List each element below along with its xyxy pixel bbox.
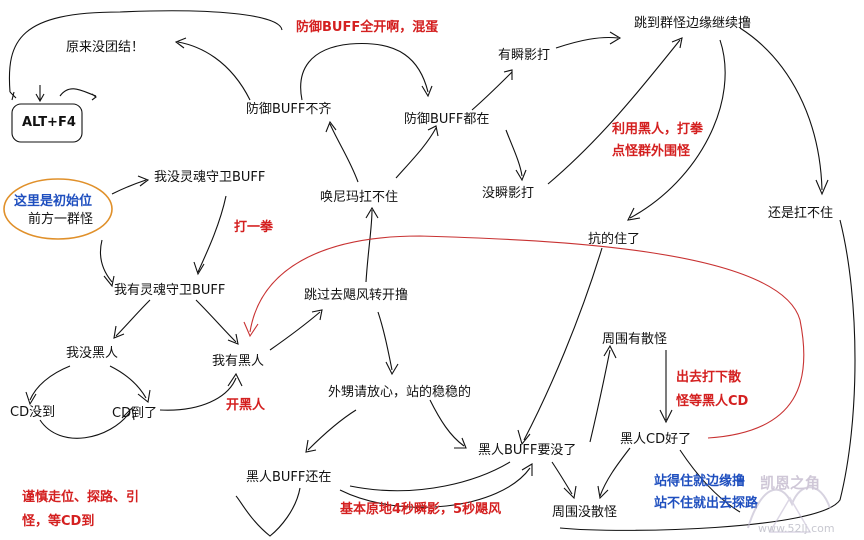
annotation-use-black-punch-2: 点怪群外围怪 bbox=[612, 144, 691, 159]
alt-f4-box bbox=[11, 103, 83, 143]
node-scattered-mobs: 周围有散怪 bbox=[602, 332, 668, 347]
node-black-buff-active: 黑人BUFF还在 bbox=[246, 470, 332, 485]
annotation-punch: 打一拳 bbox=[234, 220, 274, 235]
node-skip-storm: 跳过去飓风转开撸 bbox=[304, 288, 409, 303]
watermark-url: www.52lj.com bbox=[758, 522, 835, 535]
node-black-buff-ending: 黑人BUFF要没了 bbox=[478, 443, 577, 458]
node-can-tank: 抗的住了 bbox=[588, 232, 641, 247]
annotation-careful-1: 谨慎走位、探路、引 bbox=[22, 490, 140, 505]
node-has-black: 我有黑人 bbox=[212, 354, 265, 369]
node-start-position-label: 这里是初始位 bbox=[14, 194, 93, 209]
annotation-go-scattered-2: 怪等黑人CD bbox=[676, 394, 749, 409]
node-has-soul-buff: 我有灵魂守卫BUFF bbox=[114, 283, 226, 298]
node-still-cant-tank: 还是扛不住 bbox=[768, 206, 834, 221]
watermark-site-name: 凯恩之角 bbox=[760, 474, 821, 492]
node-jump-edge: 跳到群怪边缘继续撸 bbox=[634, 16, 752, 31]
node-no-soul-buff: 我没灵魂守卫BUFF bbox=[154, 170, 266, 185]
node-call-hold: 唤尼玛扛不住 bbox=[320, 190, 399, 205]
annotation-use-black-punch-1: 利用黑人，打拳 bbox=[612, 122, 704, 137]
node-defense-uneven: 防御BUFF不齐 bbox=[246, 102, 332, 117]
node-alt-f4: ALT+F4 bbox=[22, 115, 76, 130]
annotation-careful-2: 怪，等CD到 bbox=[22, 514, 95, 529]
annotation-go-scattered-1: 出去打下散 bbox=[676, 370, 742, 385]
annotation-basic-spot: 基本原地4秒瞬影，5秒飓风 bbox=[340, 502, 502, 517]
annotation-edge-tip-2: 站不住就出去探路 bbox=[654, 496, 759, 511]
watermark-emblem-icon bbox=[747, 486, 831, 533]
watermark: 凯恩之角 www.52lj.com bbox=[740, 468, 864, 540]
node-front-mobs: 前方一群怪 bbox=[28, 212, 94, 227]
node-cd-not-ready: CD没到 bbox=[10, 405, 56, 420]
node-cd-ready: CD到了 bbox=[112, 406, 158, 421]
start-position-circle bbox=[3, 178, 113, 240]
node-no-scattered-mobs: 周围没散怪 bbox=[552, 505, 618, 520]
node-no-unity: 原来没团结！ bbox=[66, 40, 145, 55]
annotation-defense-all-on: 防御BUFF全开啊，混蛋 bbox=[296, 20, 439, 35]
node-black-cd-ready: 黑人CD好了 bbox=[620, 432, 692, 447]
node-has-blink: 有瞬影打 bbox=[498, 48, 551, 63]
node-relax: 外甥请放心，站的稳稳的 bbox=[328, 385, 472, 400]
annotation-open-black: 开黑人 bbox=[226, 398, 266, 413]
node-defense-all: 防御BUFF都在 bbox=[404, 112, 490, 127]
annotation-edge-tip-1: 站得住就边缘撸 bbox=[654, 474, 746, 489]
node-no-black: 我没黑人 bbox=[66, 346, 119, 361]
node-no-blink: 没瞬影打 bbox=[482, 186, 535, 201]
